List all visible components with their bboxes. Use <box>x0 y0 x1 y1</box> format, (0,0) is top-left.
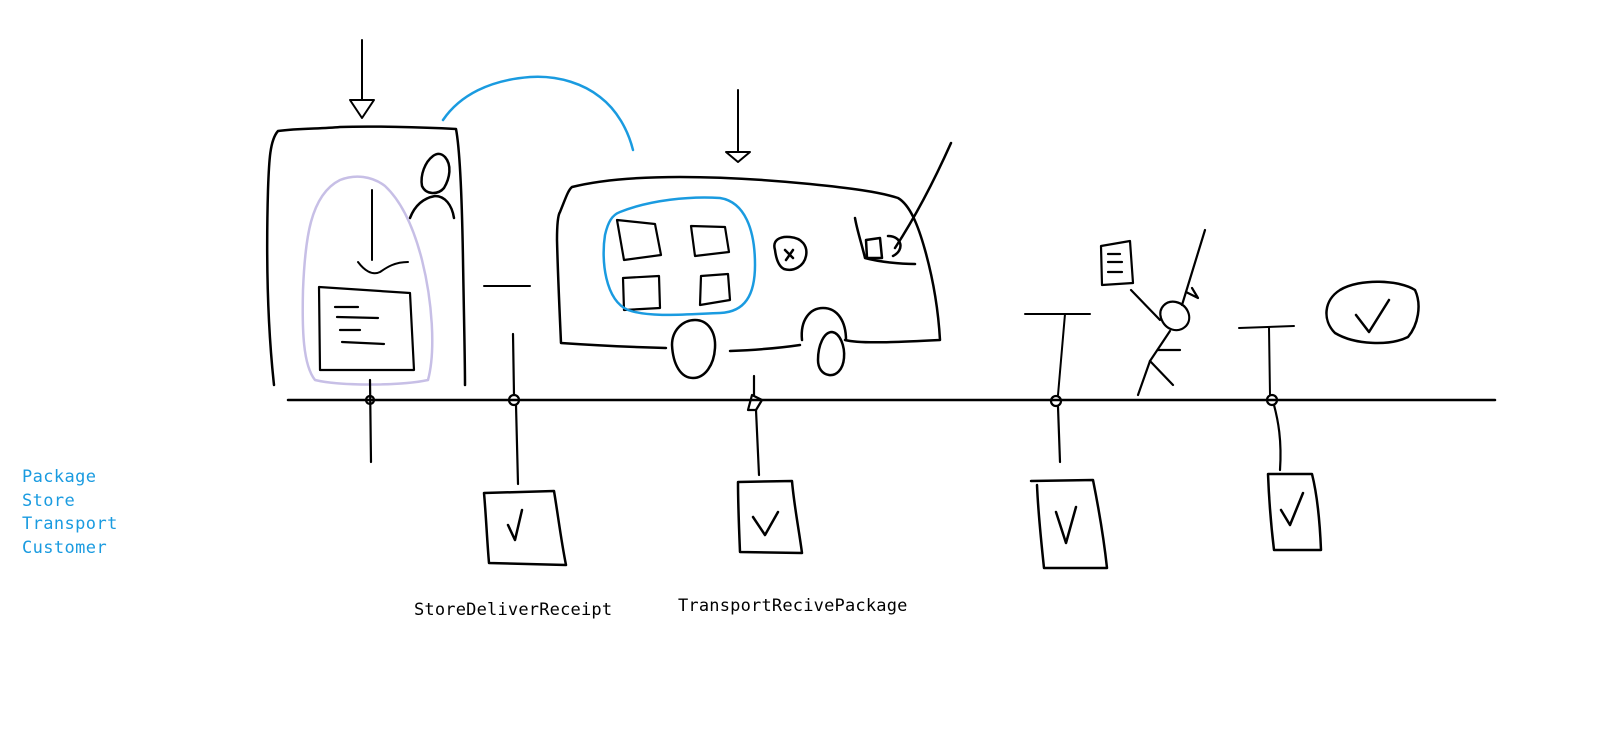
checkbox-icon <box>1029 478 1109 570</box>
document-icon <box>317 285 416 372</box>
checkbox-icon <box>736 479 804 555</box>
caption-transport-receive-package: TransportRecivePackage <box>678 596 908 616</box>
legend-item-store: Store <box>22 490 76 511</box>
legend: Package Store Transport Customer <box>22 466 118 560</box>
arrow-down-icon <box>725 89 751 163</box>
store-interior-outline <box>301 175 434 386</box>
timeline-node <box>1265 393 1282 472</box>
marker-post <box>1024 313 1295 396</box>
timeline-node <box>364 378 376 464</box>
timeline-node <box>746 374 764 477</box>
stick-figure-customer-icon <box>1099 228 1207 397</box>
handoff-arc <box>441 75 635 152</box>
store-building-icon <box>266 125 467 387</box>
timeline-node <box>507 332 521 486</box>
delivery-truck-icon <box>555 141 953 380</box>
checkmark-icon <box>1325 280 1420 345</box>
legend-item-transport: Transport <box>22 514 118 534</box>
timeline-node <box>1049 394 1063 464</box>
legend-item-customer: Customer <box>22 537 108 558</box>
caption-store-deliver-receipt: StoreDeliverReceipt <box>414 600 613 620</box>
legend-item-package: Package <box>22 467 97 487</box>
checkbox-icon <box>1266 472 1323 552</box>
cargo-outline <box>602 196 757 317</box>
checkbox-icon <box>482 489 568 567</box>
arrow-down-icon <box>349 39 375 119</box>
arrow-down-icon <box>357 189 409 275</box>
package-box-icon <box>615 218 732 312</box>
